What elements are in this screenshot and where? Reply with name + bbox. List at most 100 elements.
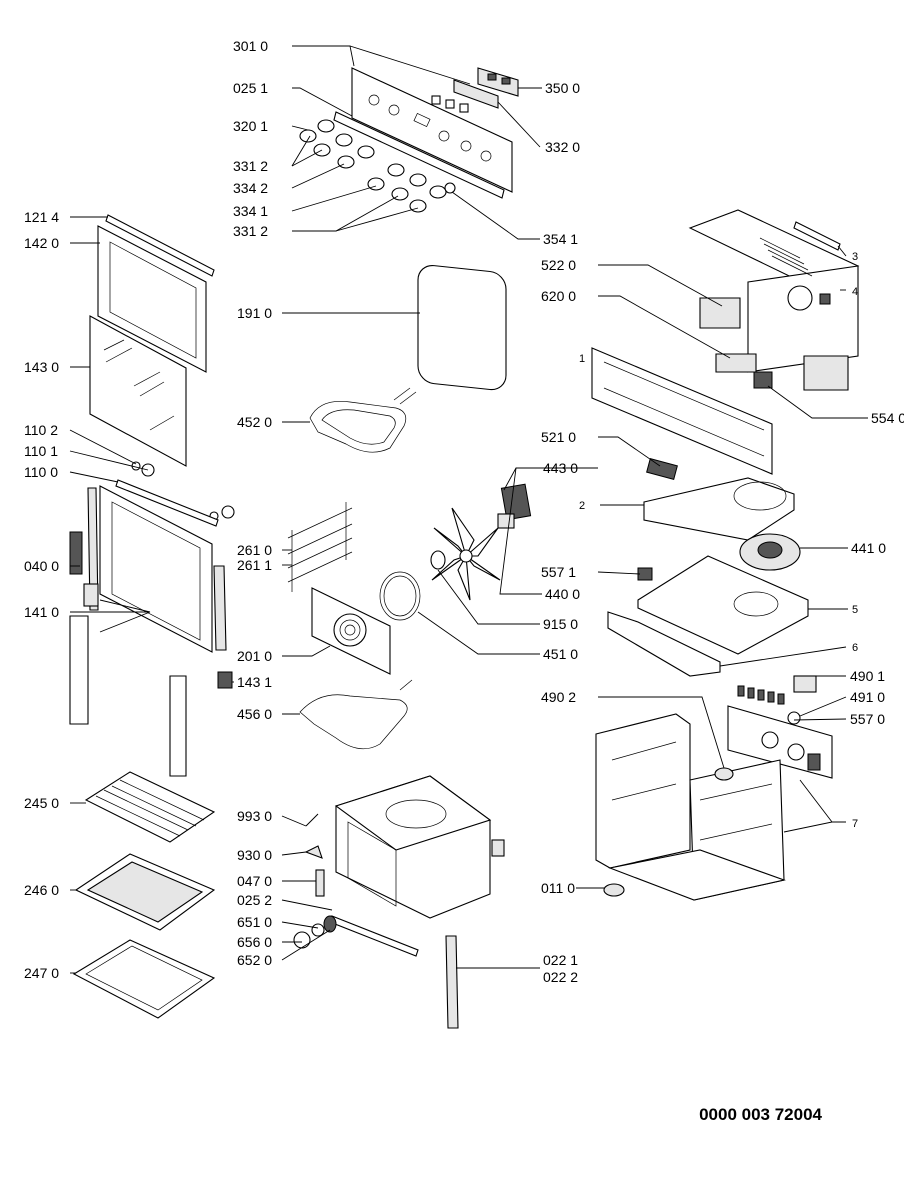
oven-housing-assembly — [595, 675, 833, 901]
label-456-0: 456 0 — [237, 706, 272, 722]
label-490-1: 490 1 — [850, 668, 885, 684]
label-557-1: 557 1 — [541, 564, 576, 580]
side-trim-strip — [445, 935, 459, 1029]
label-247-0: 247 0 — [24, 965, 59, 981]
oven-center-parts — [287, 264, 532, 750]
label-557-0: 557 0 — [850, 711, 885, 727]
label-142-0: 142 0 — [24, 235, 59, 251]
oven-cavity-assembly — [293, 775, 505, 1029]
oven-foot — [603, 883, 625, 897]
upper-plate — [643, 477, 795, 541]
label-651-0: 651 0 — [237, 914, 272, 930]
label-443-0: 443 0 — [543, 460, 578, 476]
label-334-2: 334 2 — [233, 180, 268, 196]
label-441-0: 441 0 — [851, 540, 886, 556]
door-side-profile-left — [87, 487, 99, 611]
connector-490-1 — [793, 675, 817, 693]
terminal-block — [715, 353, 757, 373]
label-callout-2: 2 — [579, 500, 585, 512]
label-callout-5: 5 — [852, 604, 858, 616]
rear-electronics-assembly — [591, 209, 860, 677]
label-110-0: 110 0 — [24, 464, 58, 480]
baking-tray — [72, 939, 216, 1019]
label-261-1: 261 1 — [237, 557, 272, 573]
label-040-0: 040 0 — [24, 558, 59, 574]
label-047-0: 047 0 — [237, 873, 272, 889]
thermostat — [753, 371, 773, 389]
door-gasket — [417, 264, 507, 391]
label-354-1: 354 1 — [543, 231, 578, 247]
vent-grille — [759, 237, 813, 277]
door-hinge — [69, 531, 83, 575]
label-320-1: 320 1 — [233, 118, 268, 134]
label-245-0: 245 0 — [24, 795, 59, 811]
shelf-support-rails — [287, 502, 353, 592]
control-knobs — [299, 119, 456, 213]
control-panel — [351, 67, 513, 193]
rack-wires — [95, 779, 205, 837]
door-switch — [646, 458, 678, 480]
label-930-0: 930 0 — [237, 847, 272, 863]
label-490-2: 490 2 — [541, 689, 576, 705]
mounting-clip — [304, 845, 323, 859]
rear-panel — [747, 265, 859, 373]
label-022-1: 022 1 — [543, 952, 578, 968]
label-620-0: 620 0 — [541, 288, 576, 304]
label-915-0: 915 0 — [543, 616, 578, 632]
label-521-0: 521 0 — [541, 429, 576, 445]
label-011-0: 011 0 — [541, 880, 575, 896]
label-246-0: 246 0 — [24, 882, 59, 898]
label-261-0: 261 0 — [237, 542, 272, 558]
label-143-1: 143 1 — [237, 674, 272, 690]
label-440-0: 440 0 — [545, 586, 580, 602]
lamp-holder — [714, 767, 734, 781]
relay-module — [699, 297, 741, 329]
label-522-0: 522 0 — [541, 257, 576, 273]
label-993-0: 993 0 — [237, 808, 272, 824]
label-491-0: 491 0 — [850, 689, 885, 705]
label-callout-6: 6 — [852, 642, 858, 654]
oven-rack — [84, 771, 216, 843]
control-panel-trim — [333, 111, 505, 199]
control-panel-assembly — [299, 67, 519, 213]
outer-door — [99, 485, 213, 653]
label-350-0: 350 0 — [545, 80, 580, 96]
label-201-0: 201 0 — [237, 648, 272, 664]
label-callout-4: 4 — [852, 286, 858, 298]
label-141-0: 141 0 — [24, 604, 59, 620]
thermal-fuse — [637, 567, 653, 581]
label-332-0: 332 0 — [545, 139, 580, 155]
document-number: 0000 003 72004 — [699, 1105, 822, 1124]
fan-motor — [500, 483, 532, 521]
cavity-trim-strip — [329, 915, 419, 957]
oven-accessories — [72, 771, 216, 1019]
label-110-2: 110 2 — [24, 422, 58, 438]
label-451-0: 451 0 — [543, 646, 578, 662]
label-652-0: 652 0 — [237, 952, 272, 968]
bottom-trim-plate — [607, 611, 721, 677]
housing-left-side — [595, 713, 691, 869]
label-110-1: 110 1 — [24, 443, 58, 459]
label-121-4: 121 4 — [24, 209, 59, 225]
inner-door-frame — [97, 225, 207, 373]
label-callout-7: 7 — [852, 818, 858, 830]
label-331-2-upper: 331 2 — [233, 158, 268, 174]
door-seal-strip-right — [169, 675, 187, 777]
label-656-0: 656 0 — [237, 934, 272, 950]
front-frame — [591, 347, 773, 475]
part-number-labels: 301 0 350 0 025 1 320 1 332 0 331 2 334 … — [24, 38, 904, 985]
label-452-0: 452 0 — [237, 414, 272, 430]
label-025-2: 025 2 — [237, 892, 272, 908]
insulation-plate — [637, 555, 809, 655]
label-301-0: 301 0 — [233, 38, 268, 54]
door-seal-strip-left — [69, 615, 89, 725]
control-board — [727, 705, 833, 779]
circular-heating-element — [379, 571, 421, 621]
door-side-profile-right — [213, 565, 227, 651]
top-heating-element — [309, 401, 407, 453]
label-191-0: 191 0 — [237, 305, 272, 321]
label-554-0: 554 0 — [871, 410, 904, 426]
label-143-0: 143 0 — [24, 359, 59, 375]
door-lock-bar — [315, 869, 325, 897]
